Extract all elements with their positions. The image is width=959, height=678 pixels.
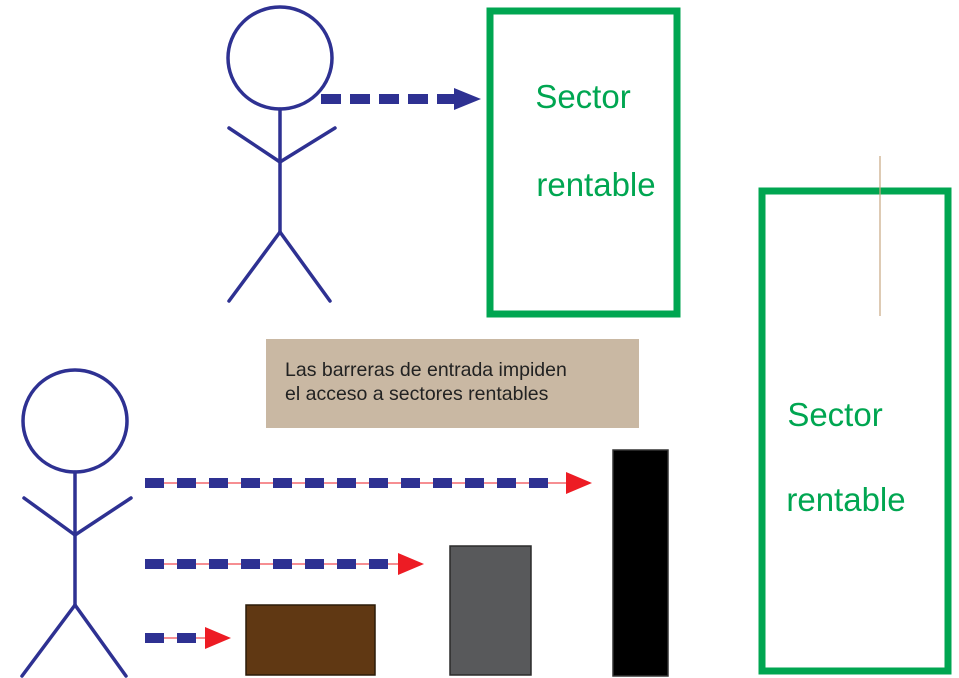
medium-barrier	[449, 545, 532, 676]
tall-barrier	[612, 449, 669, 677]
right-sector-box	[758, 187, 952, 675]
top-access-arrow	[321, 88, 481, 110]
right-sector-label-line2: rentable	[786, 481, 906, 518]
arrow-to-tall-barrier	[145, 472, 592, 494]
top-person-figure	[226, 5, 337, 303]
caption-box: Las barreras de entrada impiden el acces…	[266, 339, 639, 428]
bottom-person-figure	[20, 368, 133, 678]
arrow-to-small-barrier	[145, 627, 231, 649]
top-sector-box	[486, 7, 681, 318]
top-sector-label-line2: rentable	[536, 166, 656, 203]
caption-line1: Las barreras de entrada impiden	[285, 359, 567, 381]
right-sector-label-line1: Sector	[787, 396, 883, 433]
caption-line2: el acceso a sectores rentables	[285, 383, 549, 405]
small-barrier	[245, 604, 376, 676]
arrow-to-medium-barrier	[145, 553, 424, 575]
top-sector-label-line1: Sector	[535, 78, 631, 115]
